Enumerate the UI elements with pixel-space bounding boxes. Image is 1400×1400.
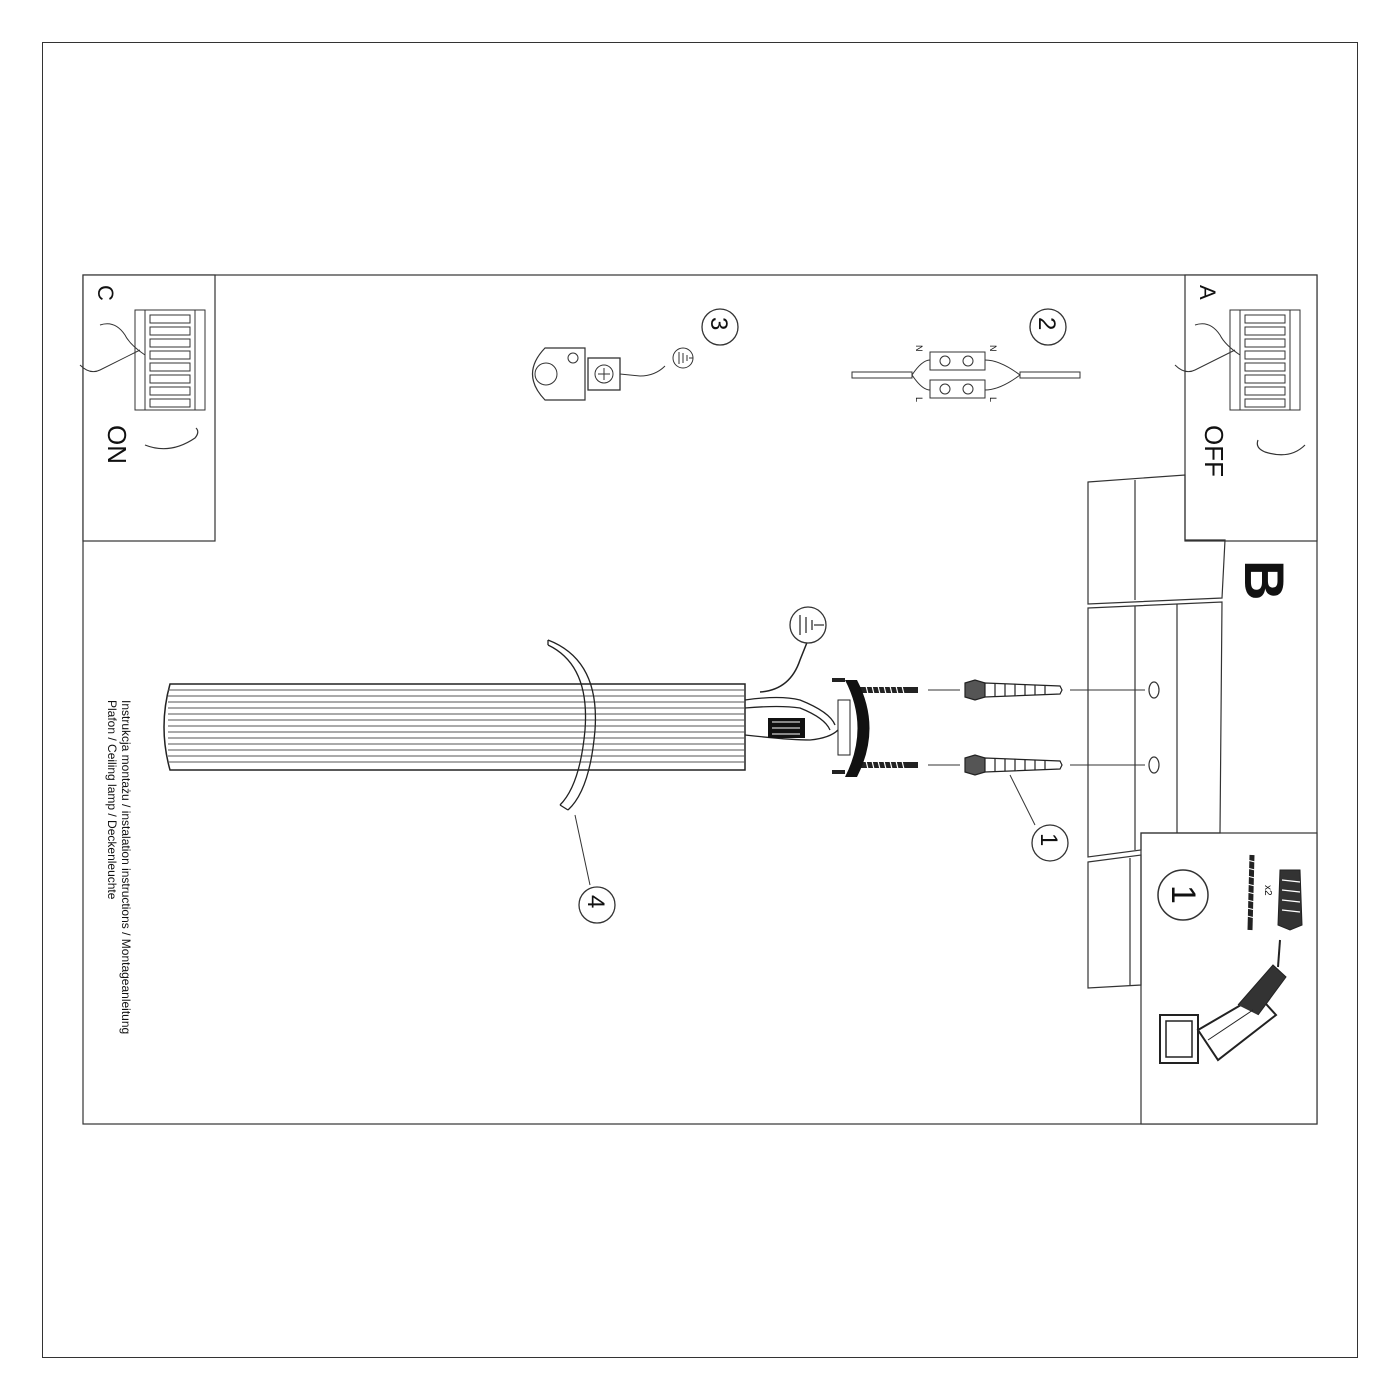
callout-leaders [574, 774, 1036, 886]
step-4-callout: 4 [578, 886, 616, 924]
breaker-switch-icon-a [1174, 309, 1301, 411]
step-3-earth-terminal: 3 [532, 308, 739, 401]
panel-b-letter: B [1233, 560, 1296, 600]
rotate-arrow-icon-c [144, 427, 199, 450]
drill-guide-lines [928, 689, 1145, 766]
earth-symbol-callout [789, 606, 827, 644]
svg-text:4: 4 [582, 895, 609, 908]
panel-c-letter: C [93, 285, 118, 301]
diffuser-ring [547, 639, 597, 811]
connector-n-right: N [988, 345, 998, 352]
lamp-body [163, 683, 746, 771]
screw-top [858, 685, 918, 695]
tools-quantity: x2 [1262, 885, 1273, 896]
rotate-arrow-icon-a [1256, 439, 1306, 456]
panel-a: A OFF [1174, 274, 1318, 542]
svg-text:1: 1 [1035, 833, 1062, 846]
connector-l-left: L [914, 397, 924, 402]
drill-icon [1159, 939, 1287, 1064]
terminal-block [768, 718, 805, 738]
drawing-frame [82, 274, 1318, 1125]
wall-plug-top [964, 679, 1063, 701]
wall-plug-icon [1277, 869, 1303, 931]
step-2-connector: 2 N N L L [851, 308, 1081, 402]
panel-c: C ON [79, 274, 216, 542]
panel-a-letter: A [1195, 285, 1220, 300]
caption-line-2: Plafon / Ceiling lamp / Deckenleuchte [105, 700, 119, 900]
page-border [42, 42, 1358, 1358]
panel-c-label: ON [102, 425, 132, 464]
screw-bottom [858, 760, 918, 770]
tools-step-number: 1 [1164, 885, 1202, 904]
connector-l-right: L [988, 397, 998, 402]
connector-n-left: N [914, 345, 924, 352]
tools-panel: 1 x2 [1140, 832, 1318, 1125]
ceiling-tiles [1087, 474, 1226, 989]
wall-plug-bottom [964, 754, 1063, 776]
tools-step-circle [1157, 869, 1209, 921]
mounting-base [832, 678, 870, 777]
step-1-callout: 1 [1031, 824, 1069, 862]
step-3-number: 3 [705, 317, 732, 330]
lamp-wires [744, 639, 839, 741]
breaker-switch-icon-c [79, 309, 206, 411]
panel-a-label: OFF [1199, 425, 1229, 477]
caption-line-1: Instrukcja montażu / instalation instruc… [119, 700, 133, 1034]
step-2-number: 2 [1033, 317, 1060, 330]
screw-icon [1246, 854, 1256, 931]
instruction-caption: Instrukcja montażu / instalation instruc… [105, 700, 133, 1034]
